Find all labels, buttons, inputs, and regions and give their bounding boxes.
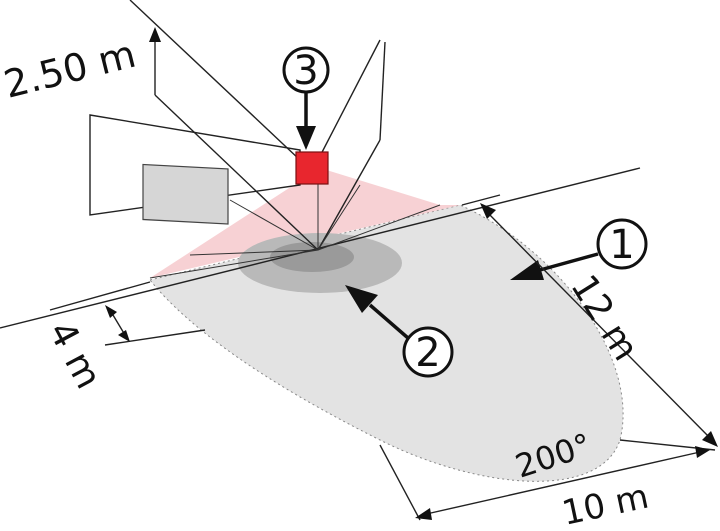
projection-line (317, 39, 381, 161)
detection-ray (229, 199, 319, 251)
width-near-arrowhead (105, 305, 117, 318)
callout-1-arrow (539, 252, 599, 272)
callout-3-arrowhead (296, 126, 316, 150)
height-label: 2.50 m (0, 32, 140, 107)
width-far-ext (379, 444, 421, 521)
detection-ray (149, 249, 319, 279)
projection-line (379, 41, 386, 141)
sensor (295, 151, 329, 185)
detection-ray (189, 249, 319, 256)
callout-1-number: 1 (609, 222, 634, 268)
width-far-arrowhead (695, 446, 710, 458)
projection-line (317, 139, 381, 251)
detection-ray (317, 204, 441, 251)
callout-2-arrowhead (345, 285, 378, 313)
callout-3-number: 3 (293, 48, 318, 94)
width-far-label: 10 m (559, 477, 653, 531)
callout-2-arrow (368, 303, 410, 340)
range-ext (461, 194, 501, 206)
callout-1-arrowhead (510, 260, 544, 280)
width-near-ext (104, 329, 206, 346)
width-far-arrowhead (415, 508, 432, 520)
height-arrowhead (149, 27, 161, 42)
width-near-label: 4 m (40, 315, 109, 396)
window (142, 163, 229, 225)
projection-line (129, 0, 301, 161)
detection-cone (150, 168, 460, 278)
callout-2-number: 2 (415, 330, 440, 376)
callout-1-circle (596, 218, 648, 270)
ground-line (0, 167, 641, 329)
core-zone (270, 242, 354, 272)
projection-line (154, 94, 319, 251)
range-arrow (484, 209, 713, 441)
range-arrowhead (702, 431, 718, 447)
callout-2-circle (402, 326, 454, 378)
detection-ray (317, 184, 361, 251)
width-near-ext (49, 281, 151, 311)
range-arrowhead (480, 203, 496, 219)
width-near-arrowhead (118, 330, 130, 342)
width-far-arrow (421, 451, 701, 516)
